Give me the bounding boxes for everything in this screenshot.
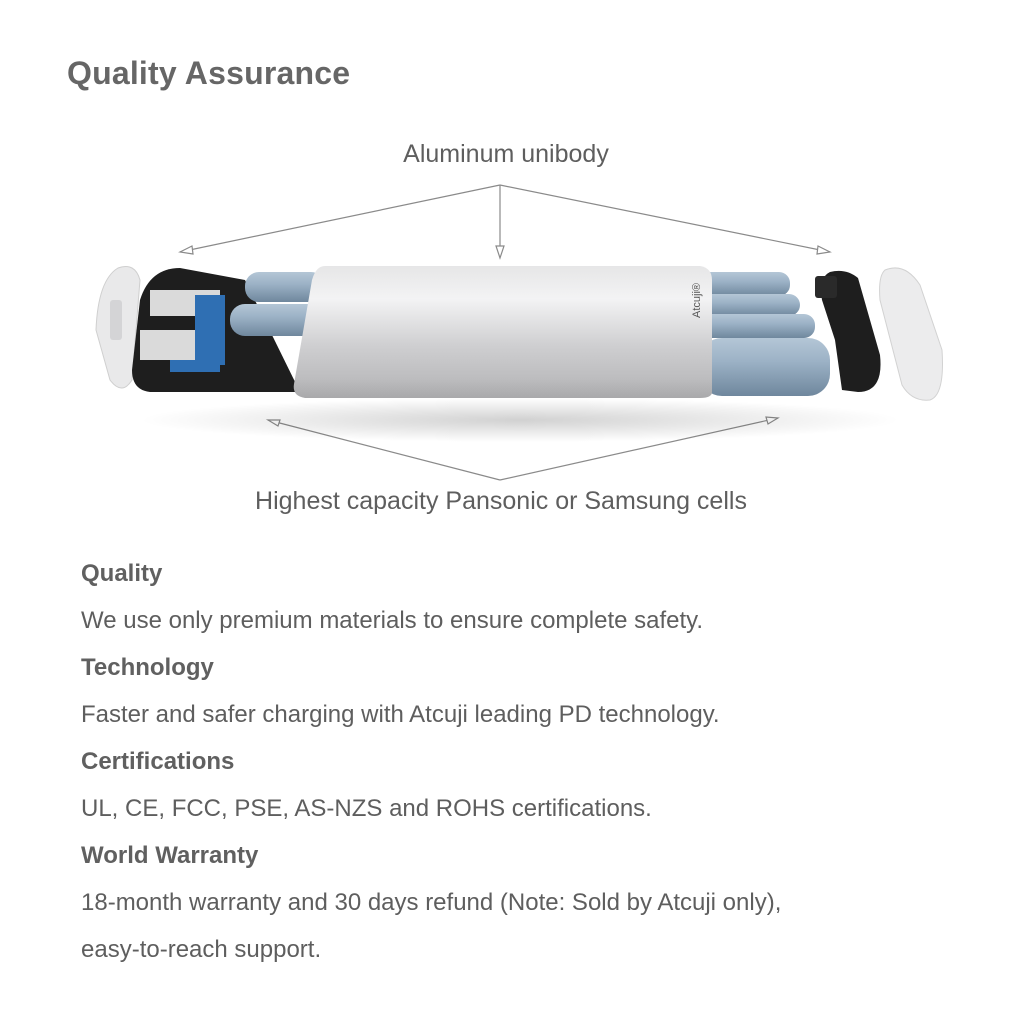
feature-heading-certifications: Certifications — [81, 748, 235, 775]
arrow-lines-top — [178, 184, 832, 260]
left-end-cover — [95, 266, 141, 389]
brand-mark: Atcuji® — [691, 283, 703, 318]
battery-cells-left — [230, 272, 325, 336]
left-endcap-usb-ports — [132, 268, 300, 392]
feature-text-quality: We use only premium materials to ensure … — [81, 607, 704, 634]
feature-text-warranty-line1: 18-month warranty and 30 days refund (No… — [81, 889, 782, 916]
feature-heading-warranty: World Warranty — [81, 842, 259, 869]
callout-battery-cells: Highest capacity Pansonic or Samsung cel… — [255, 487, 747, 515]
feature-text-warranty-line2: easy-to-reach support. — [81, 936, 322, 963]
right-end-cover — [879, 267, 943, 401]
page-title: Quality Assurance — [67, 55, 351, 91]
right-endcap — [815, 270, 881, 392]
feature-heading-technology: Technology — [81, 654, 214, 681]
feature-heading-quality: Quality — [81, 560, 163, 587]
power-bank-exploded-illustration: Atcuji® — [0, 170, 1024, 490]
aluminum-shell — [293, 266, 712, 398]
feature-text-certifications: UL, CE, FCC, PSE, AS-NZS and ROHS certif… — [81, 795, 652, 822]
features-list: Quality We use only premium materials to… — [81, 558, 981, 981]
callout-aluminum-unibody: Aluminum unibody — [403, 140, 609, 168]
battery-cells-right — [700, 272, 830, 396]
power-bank-image: Atcuji® — [95, 184, 943, 481]
feature-text-technology: Faster and safer charging with Atcuji le… — [81, 701, 720, 728]
